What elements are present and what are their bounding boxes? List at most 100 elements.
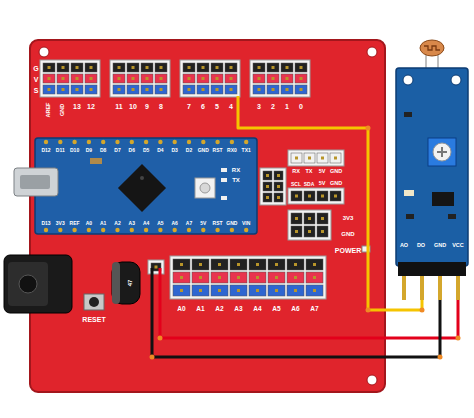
pin-tip [321, 217, 324, 220]
header-pin [330, 191, 341, 201]
nano-pin [130, 228, 134, 232]
header-pin [211, 259, 228, 270]
header-base [260, 168, 286, 205]
pin-label: GND [198, 148, 209, 153]
led [221, 178, 227, 182]
pin-label: SCL [291, 182, 301, 187]
mount-hole [367, 47, 377, 57]
pin-tip [202, 66, 205, 69]
pin-tip [155, 266, 158, 269]
pin-tip [188, 66, 191, 69]
chip-dot [140, 176, 144, 180]
pin-tip [118, 77, 121, 80]
header-pin [192, 272, 209, 283]
pin-tip [272, 77, 275, 80]
nano-pin [144, 140, 148, 144]
pin-label: V [34, 75, 39, 82]
pin-tip [300, 77, 303, 80]
header-pin [267, 74, 279, 83]
pin-tip [295, 157, 298, 160]
header-pin [192, 259, 209, 270]
pin-label: A6 [291, 306, 299, 313]
header-pin [268, 285, 285, 296]
led [221, 196, 227, 200]
header-pin [249, 272, 266, 283]
pin-tip [180, 263, 183, 266]
header-pin [281, 74, 293, 83]
pin-tip [76, 88, 79, 91]
pin-label: VIN [242, 221, 250, 226]
pin-label: 12 [87, 103, 95, 110]
pin-label: GND [330, 169, 342, 175]
header-pin [295, 85, 307, 94]
header-pin [127, 74, 139, 83]
pin-label: REF [70, 221, 80, 226]
header-pin [183, 74, 195, 83]
header-pin [43, 74, 55, 83]
header-pin [113, 63, 125, 72]
pin-tip [237, 263, 240, 266]
pin-label: RX [292, 169, 300, 175]
pin-label: A3 [234, 306, 242, 313]
pin-label: A7 [186, 221, 192, 226]
jumper-wire [152, 268, 440, 357]
pin-label: D12 [41, 148, 50, 153]
header-pin [304, 191, 315, 201]
light-sensor-module: AODOGNDVCC [396, 42, 468, 300]
header-pin [211, 74, 223, 83]
pin-label: A2 [114, 221, 120, 226]
pin-tip [216, 77, 219, 80]
pin-tip [180, 276, 183, 279]
wire-bend [438, 355, 443, 360]
header-pin [225, 74, 237, 83]
header-base [180, 60, 240, 97]
pin-label: D3 [171, 148, 177, 153]
sensor-pin-header [398, 262, 466, 276]
nano-pin [201, 140, 205, 144]
header-pin [268, 272, 285, 283]
jumper-wire [160, 268, 458, 338]
pin-tip [295, 217, 298, 220]
nano-pin [201, 228, 205, 232]
pin-label: 5V [319, 181, 326, 187]
header-pin [113, 85, 125, 94]
pin-tip [90, 88, 93, 91]
pin-tip [199, 289, 202, 292]
nano-pin [44, 228, 48, 232]
header-pin [183, 63, 195, 72]
mount-hole [367, 375, 377, 385]
pin-label: TX [305, 169, 312, 175]
potentiometer-knob [433, 143, 451, 161]
board-label: RESET [82, 316, 105, 323]
nano-pin [44, 140, 48, 144]
header-base [288, 188, 344, 204]
pin-tip [76, 77, 79, 80]
pin-label: RST [213, 221, 223, 226]
wire-bend [150, 355, 155, 360]
header-pin [263, 171, 272, 180]
pin-label: GND [60, 104, 66, 116]
header-pin [295, 74, 307, 83]
header-pin [85, 63, 97, 72]
pin-tip [202, 77, 205, 80]
nano-pin [158, 140, 162, 144]
pin-label: 7 [187, 103, 191, 110]
pin-tip [48, 88, 51, 91]
wire-bend [420, 308, 425, 313]
smd-part [406, 214, 414, 219]
pin-tip [202, 88, 205, 91]
header-pin [57, 74, 69, 83]
header-pin [287, 285, 304, 296]
header-pin [155, 63, 167, 72]
header-pin [253, 74, 265, 83]
reset-button [84, 294, 104, 310]
header-base [288, 210, 331, 240]
pin-tip [160, 77, 163, 80]
header-pin [306, 272, 323, 283]
capacitor [112, 262, 140, 304]
pin-label: A4 [143, 221, 149, 226]
usb-port [20, 175, 50, 189]
header-pin [173, 285, 190, 296]
